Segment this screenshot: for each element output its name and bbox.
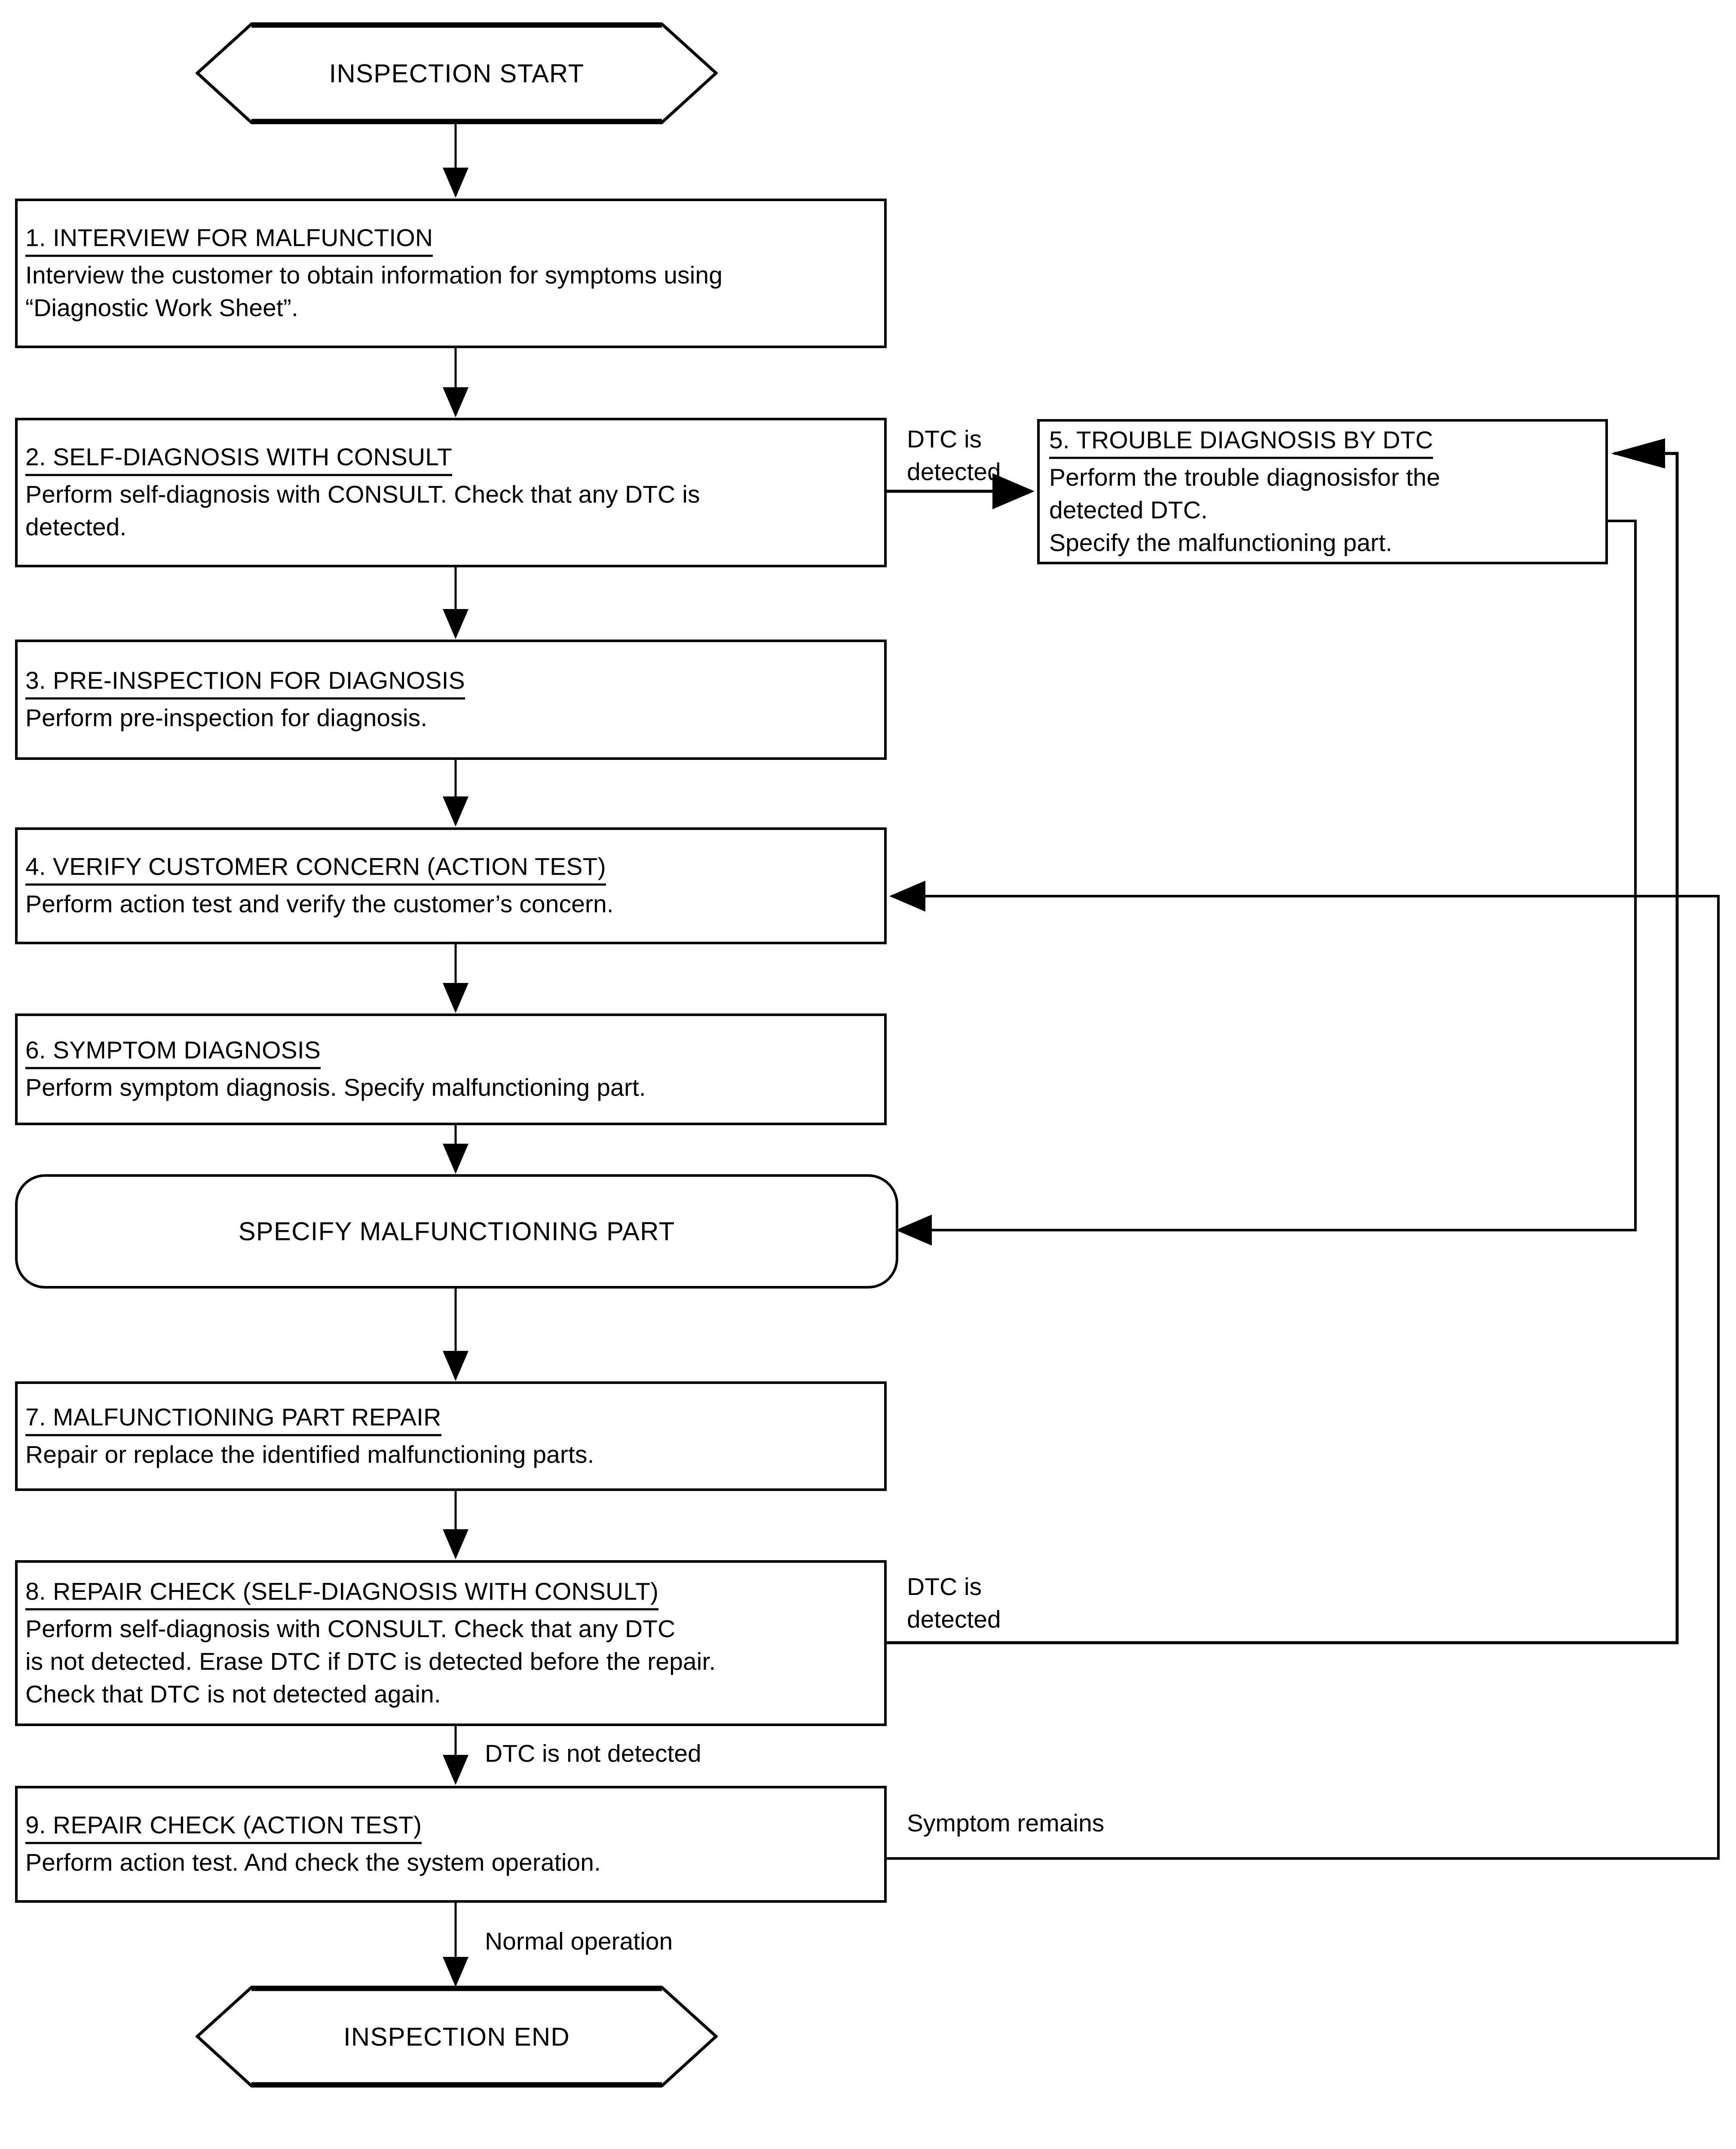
step8-body: Perform self-diagnosis with CONSULT. Che… — [25, 1615, 716, 1708]
edge-step5-specify — [896, 520, 1637, 1246]
step4-body: Perform action test and verify the custo… — [25, 890, 614, 918]
step9-body: Perform action test. And check the syste… — [25, 1849, 601, 1877]
step7-body: Repair or replace the identified malfunc… — [25, 1441, 594, 1469]
step3-title: 3. PRE-INSPECTION FOR DIAGNOSIS — [25, 665, 465, 700]
terminator-inspection-end: INSPECTION END — [196, 1986, 718, 2088]
node-step4-verify-customer-concern: 4. VERIFY CUSTOMER CONCERN (ACTION TEST)… — [15, 827, 887, 944]
edge-step8-step5 — [887, 438, 1679, 1644]
step5-body: Perform the trouble diagnosisfor the det… — [1049, 463, 1440, 557]
edge-label-dtc-detected-step8: DTC is detected — [907, 1573, 1001, 1633]
edge-label-symptom-remains: Symptom remains — [907, 1809, 1105, 1837]
node-specify-malfunctioning-part: SPECIFY MALFUNCTIONING PART — [15, 1174, 898, 1289]
step4-title: 4. VERIFY CUSTOMER CONCERN (ACTION TEST) — [25, 851, 606, 886]
node-step8-repair-check-self-diagnosis: 8. REPAIR CHECK (SELF-DIAGNOSIS WITH CON… — [15, 1560, 887, 1726]
node-step3-pre-inspection-for-diagnosis: 3. PRE-INSPECTION FOR DIAGNOSIS Perform … — [15, 640, 887, 760]
step6-title: 6. SYMPTOM DIAGNOSIS — [25, 1035, 321, 1069]
step9-title: 9. REPAIR CHECK (ACTION TEST) — [25, 1809, 422, 1844]
step5-title: 5. TROUBLE DIAGNOSIS BY DTC — [1049, 424, 1433, 459]
edge-label-dtc-not-detected: DTC is not detected — [485, 1740, 701, 1767]
node-step9-repair-check-action-test: 9. REPAIR CHECK (ACTION TEST) Perform ac… — [15, 1786, 887, 1903]
step7-title: 7. MALFUNCTIONING PART REPAIR — [25, 1401, 441, 1436]
step6-body: Perform symptom diagnosis. Specify malfu… — [25, 1074, 646, 1102]
step1-title: 1. INTERVIEW FOR MALFUNCTION — [25, 222, 433, 257]
step1-body: Interview the customer to obtain informa… — [25, 261, 723, 322]
step8-title: 8. REPAIR CHECK (SELF-DIAGNOSIS WITH CON… — [25, 1576, 659, 1610]
step3-body: Perform pre-inspection for diagnosis. — [25, 704, 428, 732]
terminator-inspection-start: INSPECTION START — [196, 22, 718, 124]
specify-malfunctioning-part-label: SPECIFY MALFUNCTIONING PART — [238, 1217, 675, 1246]
inspection-end-label: INSPECTION END — [343, 2022, 570, 2051]
node-step5-trouble-diagnosis-by-dtc: 5. TROUBLE DIAGNOSIS BY DTC Perform the … — [1037, 419, 1608, 564]
step2-title: 2. SELF-DIAGNOSIS WITH CONSULT — [25, 441, 453, 476]
node-step6-symptom-diagnosis: 6. SYMPTOM DIAGNOSIS Perform symptom dia… — [15, 1013, 887, 1125]
edge-step9-step4 — [887, 881, 1720, 1860]
step2-body: Perform self-diagnosis with CONSULT. Che… — [25, 481, 700, 541]
edge-label-normal-operation: Normal operation — [485, 1928, 673, 1955]
inspection-start-label: INSPECTION START — [329, 59, 585, 88]
node-step2-self-diagnosis-with-consult: 2. SELF-DIAGNOSIS WITH CONSULT Perform s… — [15, 418, 887, 567]
node-step7-malfunctioning-part-repair: 7. MALFUNCTIONING PART REPAIR Repair or … — [15, 1381, 887, 1491]
edge-label-dtc-detected-step2: DTC is detected — [907, 426, 1001, 486]
node-step1-interview-for-malfunction: 1. INTERVIEW FOR MALFUNCTION Interview t… — [15, 199, 887, 348]
